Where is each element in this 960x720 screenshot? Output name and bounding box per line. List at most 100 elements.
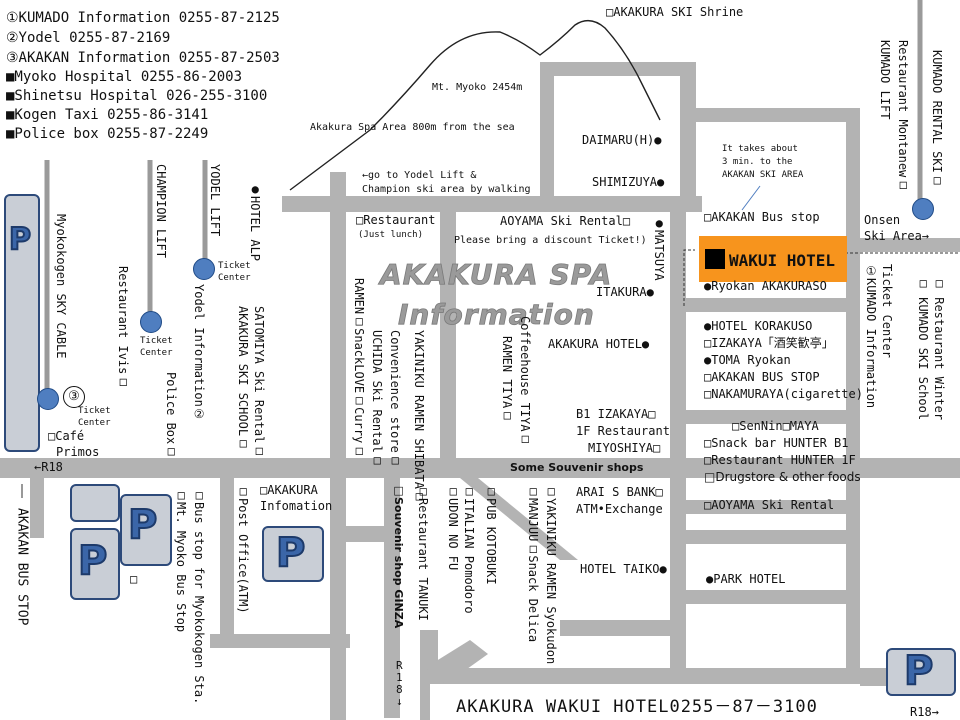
parking-medium[interactable]: P <box>120 494 172 566</box>
mountain-name: Mt. Myoko 2454m <box>432 82 523 93</box>
b1-izakaya: B1 IZAKAYA□ <box>576 407 656 421</box>
contact-myoko-hospital: ■Myoko Hospital 0255-86-2003 <box>6 69 243 85</box>
itakura: ITAKURA● <box>596 285 654 299</box>
parking-icon: P <box>903 647 934 695</box>
akakan-bus-stop: □AKAKAN Bus stop <box>704 210 820 224</box>
souvenir-label: Some Souvenir shops <box>510 461 644 474</box>
parking-info[interactable]: P <box>262 526 324 582</box>
aoyama-rental: AOYAMA Ski Rental□ <box>500 214 631 228</box>
convenience-store: Convenience store□ <box>388 330 403 467</box>
akakura-hotel: AKAKURA HOTEL● <box>548 337 650 351</box>
hunter-b1: □Snack bar HUNTER B1 <box>704 436 849 450</box>
ticket-center-yodel[interactable] <box>193 258 215 280</box>
f1-restaurant: 1F Restaurant <box>576 424 670 438</box>
map-subtitle: Information <box>398 298 595 332</box>
parking-small-1[interactable] <box>70 484 120 522</box>
cafe-primos-1: □Café <box>48 429 85 443</box>
bus-stop-myokokogen: □Bus stop for Myokokogen Sta. <box>192 488 207 705</box>
mountain-outline <box>289 20 661 191</box>
road-east-top <box>680 72 696 212</box>
italian-pomodoro: □ITALIAN Pomodoro <box>462 484 477 614</box>
ticket-center-kumado: Ticket Center <box>880 264 895 358</box>
restaurant-tanuki: □Restaurant TANUKI <box>416 484 431 621</box>
parking-icon: P <box>8 221 32 258</box>
kumado-ski-school: □ KUMADO SKI School <box>916 276 931 421</box>
road-post-bottom <box>210 634 350 648</box>
mt-myoko-bus-stop: □Mt. Myoko Bus Stop <box>174 488 189 633</box>
road-upper <box>282 196 702 212</box>
road-central-left <box>330 172 346 720</box>
road-east <box>670 196 686 720</box>
manjuu-snack-delica: □MANJUU□Snack Delica <box>526 484 541 643</box>
ryokan-akakuraso: ●Ryokan AKAKURASO <box>704 279 827 293</box>
park-hotel: ●PARK HOTEL <box>706 572 786 586</box>
kumado-rental-ski: KUMADO RENTAL SKI□ <box>930 50 945 187</box>
mountain-area: Akakura Spa Area 800m from the sea <box>310 122 515 133</box>
akakan-number-icon: ③ <box>63 386 85 408</box>
ticket-center-kumado-dot[interactable] <box>912 198 934 220</box>
road-park <box>686 590 858 604</box>
restaurant-label: □Restaurant <box>356 213 436 227</box>
road-east-mid2 <box>686 410 858 424</box>
contact-shinetsu-hospital: ■Shinetsu Hospital 026-255-3100 <box>6 88 268 104</box>
parking-icon: P <box>77 537 108 585</box>
road-bottom <box>430 668 890 686</box>
road-taiko <box>560 620 670 636</box>
parking-east[interactable]: P <box>886 647 956 696</box>
satomiya-ski-rental: SATOMIYA Ski Rental□ <box>252 306 267 458</box>
parking-sky-cable[interactable]: P <box>4 194 40 452</box>
coffeehouse-tiya: Coffeehouse TIYA□ <box>518 316 533 446</box>
sennin-maya: □SenNin□MAYA <box>732 419 819 433</box>
akakan-time-3: AKAKAN SKI AREA <box>722 170 804 180</box>
arais-bank: ARAI S BANK□ <box>576 485 663 499</box>
ticket-center-label: Ticket <box>218 261 251 271</box>
road-east-mid <box>686 298 858 312</box>
uchida-ski-rental: UCHIDA Ski Rental□ <box>370 330 385 467</box>
yakiniku-syokudon: □YAKINIKU RAMEN Syokudon <box>544 484 559 665</box>
wakui-hotel-name: WAKUI HOTEL <box>729 251 835 270</box>
hotel-square-icon <box>705 249 725 269</box>
contact-yodel: ②Yodel 0255-87-2169 <box>6 30 171 46</box>
map-title: AKAKURA SPA <box>380 258 613 292</box>
bottom-small-box: □ <box>130 572 138 586</box>
parking-small-2[interactable]: P <box>70 528 120 600</box>
road-post <box>220 478 234 648</box>
kumado-information: ①KUMADO Information <box>864 264 879 409</box>
yodel-walk-note-2: Champion ski area by walking <box>362 184 531 195</box>
ticket-center-label: Center <box>140 348 173 358</box>
road-shrine-left <box>540 62 554 202</box>
souvenir-ginza: □Souvenir shop GINZA <box>392 484 406 629</box>
road-aoyama <box>686 500 858 514</box>
road-east-lower <box>686 530 858 544</box>
road-far-east <box>846 108 860 708</box>
onsen-ski-area: Ski Area→ <box>864 229 930 243</box>
road-shrine <box>540 62 696 76</box>
r18-right-label: R18→ <box>910 705 939 719</box>
ticket-center-label: Center <box>78 418 111 428</box>
atm-exchange: ATM•Exchange <box>576 502 663 516</box>
contact-akakan: ③AKAKAN Information 0255-87-2503 <box>6 50 280 66</box>
wakui-hotel-marker[interactable]: WAKUI HOTEL <box>699 236 847 282</box>
hotel-alp: ●HOTEL ALP <box>248 182 263 262</box>
akakan-time-1: It takes about <box>722 144 798 154</box>
miyoshiya: MIYOSHIYA□ <box>588 441 661 455</box>
izakaya: □IZAKAYA「酒笑歓亭」 <box>704 336 834 350</box>
yodel-walk-note-1: ←go to Yodel Lift & <box>362 170 477 181</box>
udon-no-fu: □UDON NO FU <box>446 484 461 571</box>
ticket-center-champion[interactable] <box>140 311 162 333</box>
toma-ryokan: ●TOMA Ryokan <box>704 353 791 367</box>
restaurant-montanew: Restaurant Montanew□ <box>896 40 911 192</box>
aoyama-ski-rental-2: □AOYAMA Ski Rental <box>704 498 835 512</box>
hotel-korakuso: ●HOTEL KORAKUSO <box>704 319 813 333</box>
road-souvenir <box>456 460 670 476</box>
daimaru: DAIMARU(H)● <box>582 133 662 147</box>
ticket-center-sky-cable[interactable] <box>37 388 59 410</box>
akakan-time-2: 3 min. to the <box>722 157 793 167</box>
yodel-information: Yodel Information② <box>192 284 207 421</box>
ticket-center-label: Center <box>218 273 251 283</box>
police-box: Police Box□ <box>164 372 179 459</box>
road-diagonal <box>460 478 578 560</box>
road-bus-left <box>30 478 44 538</box>
